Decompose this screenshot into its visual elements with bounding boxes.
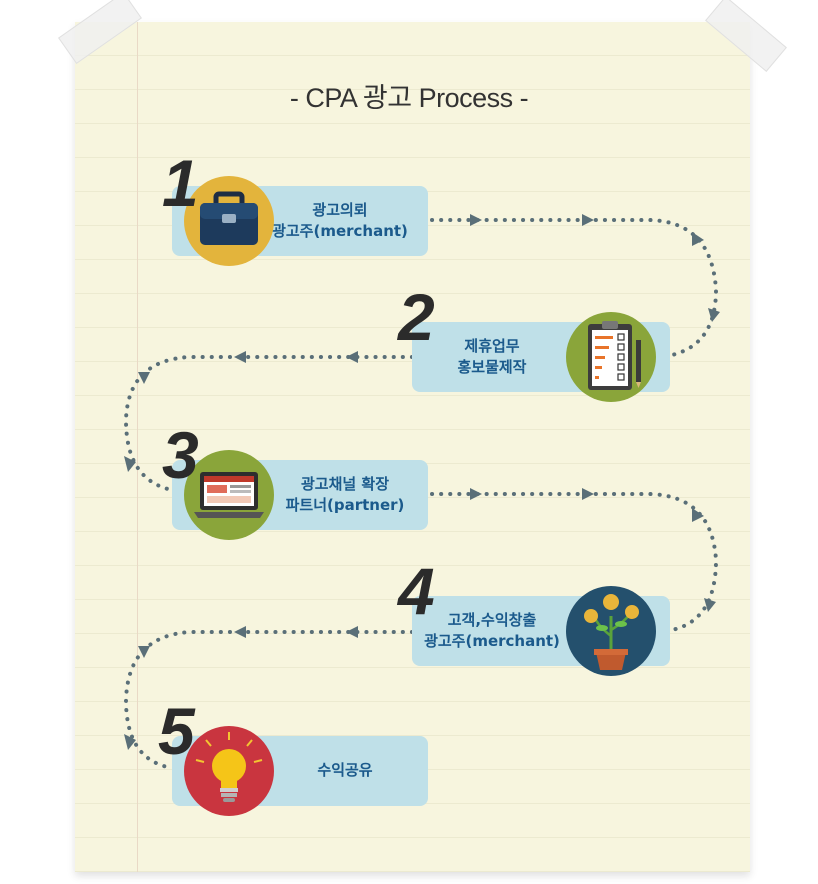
connector-1-2 [430, 218, 719, 357]
arrow-2b [234, 351, 246, 363]
step-4-circle [566, 586, 656, 676]
step-1-line1: 광고의뢰 [312, 201, 368, 219]
step-2-line1: 제휴업무 [464, 337, 520, 355]
step-3-line1: 광고채널 확장 [300, 475, 390, 493]
arrow-3c [692, 508, 704, 522]
step-4-line1: 고객,수익창출 [447, 611, 537, 629]
step-5-text: 수익공유 [290, 760, 400, 781]
step-1-number: 1 [162, 146, 199, 220]
arrow-1b [582, 214, 594, 226]
money-plant-icon [584, 594, 639, 670]
arrow-2a [346, 351, 358, 363]
step-2-number: 2 [398, 280, 435, 354]
step-2-text: 제휴업무 홍보물제작 [424, 336, 560, 378]
arrow-2c [138, 372, 150, 384]
connector-4-5 [123, 630, 414, 770]
arrow-4b [234, 626, 246, 638]
step-4-text: 고객,수익창출 광고주(merchant) [416, 610, 568, 652]
arrow-4a [346, 626, 358, 638]
briefcase-icon [200, 191, 258, 245]
step-1-circle [184, 176, 274, 266]
step-4-line2: 광고주(merchant) [424, 632, 560, 650]
step-2-circle [566, 312, 656, 402]
step-2-line2: 홍보물제작 [457, 358, 527, 376]
margin-line [137, 22, 138, 872]
step-3-line2: 파트너(partner) [285, 496, 405, 514]
arrow-1c [692, 232, 704, 246]
step-5-number: 5 [158, 694, 195, 768]
step-1-line2: 광고주(merchant) [272, 222, 408, 240]
step-3-number: 3 [162, 418, 199, 492]
arrow-1a [470, 214, 482, 226]
step-4-number: 4 [398, 554, 435, 628]
step-5-line1: 수익공유 [317, 761, 373, 779]
arrow-4c [138, 646, 150, 658]
step-1-text: 광고의뢰 광고주(merchant) [262, 200, 418, 242]
arrow-4d [124, 734, 136, 750]
arrow-1d [708, 308, 720, 322]
arrow-3a [470, 488, 482, 500]
laptop-icon [194, 472, 264, 518]
notepaper-background [75, 22, 750, 872]
arrow-2d [124, 456, 136, 472]
step-3-circle [184, 450, 274, 540]
step-5-circle [184, 726, 274, 816]
step-3-text: 광고채널 확장 파트너(partner) [270, 474, 420, 516]
lightbulb-icon [195, 732, 263, 802]
arrow-3b [582, 488, 594, 500]
arrow-3d [704, 598, 716, 612]
connector-2-3 [123, 355, 414, 492]
clipboard-checklist-icon [588, 321, 641, 390]
page-title: - CPA 광고 Process - [289, 83, 529, 113]
